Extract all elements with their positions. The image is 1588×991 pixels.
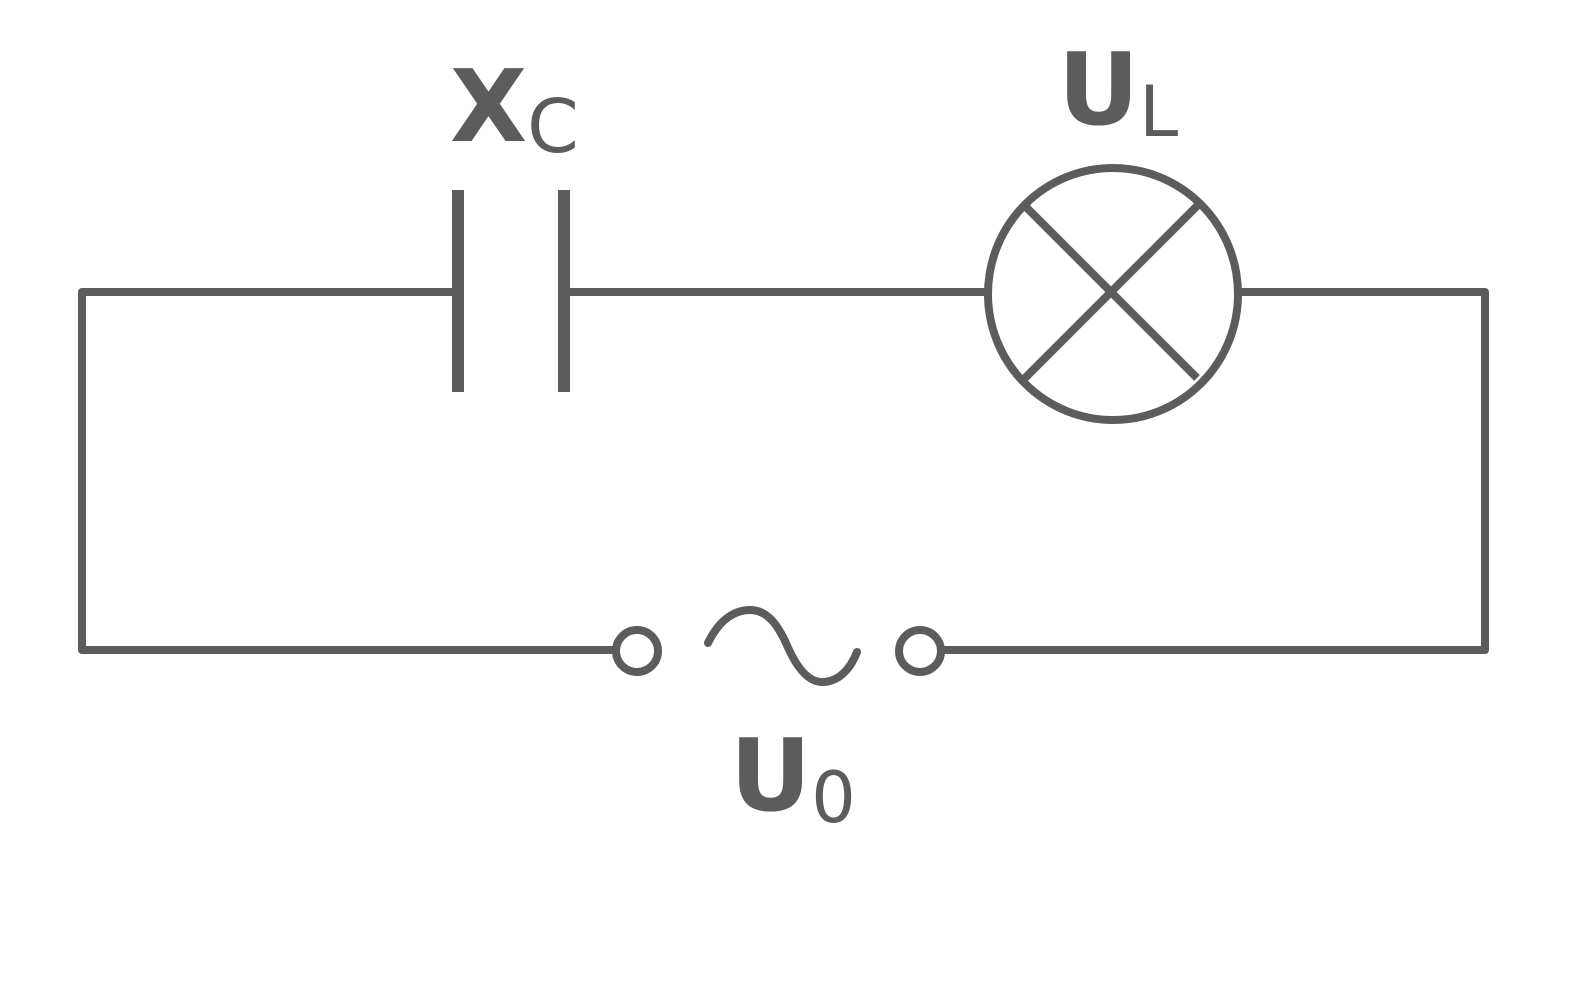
lamp-symbol bbox=[984, 164, 1242, 424]
capacitor-symbol bbox=[452, 190, 570, 392]
ac-source-symbol bbox=[612, 606, 945, 686]
lamp-label: UL bbox=[1058, 31, 1178, 153]
lamp-circle bbox=[984, 164, 1242, 424]
wire-left-top bbox=[78, 288, 618, 654]
wire-right bbox=[938, 288, 1489, 654]
source-label: U0 bbox=[730, 717, 856, 839]
ac-wave-icon bbox=[704, 606, 861, 686]
source-terminal-right bbox=[895, 626, 945, 676]
capacitor-label: XC bbox=[450, 48, 579, 170]
lamp-cross-b bbox=[1022, 203, 1200, 381]
source-terminal-left bbox=[612, 626, 662, 676]
circuit-wires bbox=[78, 288, 1489, 654]
